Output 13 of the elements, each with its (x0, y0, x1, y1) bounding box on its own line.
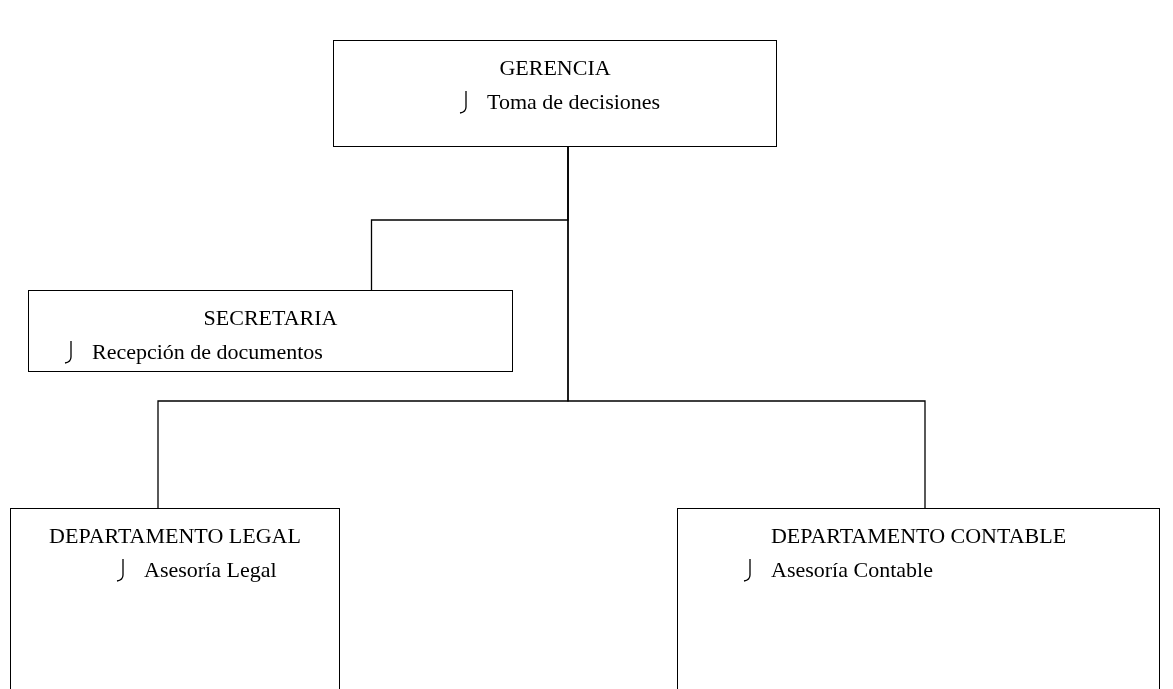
box-title: GERENCIA (498, 55, 612, 81)
org-box (677, 508, 1160, 689)
box-description: Toma de decisiones (487, 89, 661, 115)
box-title: DEPARTAMENTO CONTABLE (769, 523, 1068, 549)
box-description: Recepción de documentos (92, 339, 323, 365)
connector-line (567, 146, 926, 509)
box-title: DEPARTAMENTO LEGAL (48, 523, 302, 549)
box-description: Asesoría Legal (144, 557, 277, 583)
org-box (10, 508, 340, 689)
org-box (333, 40, 777, 147)
box-description: Asesoría Contable (771, 557, 933, 583)
box-title: SECRETARIA (202, 305, 339, 331)
org-box (28, 290, 513, 372)
